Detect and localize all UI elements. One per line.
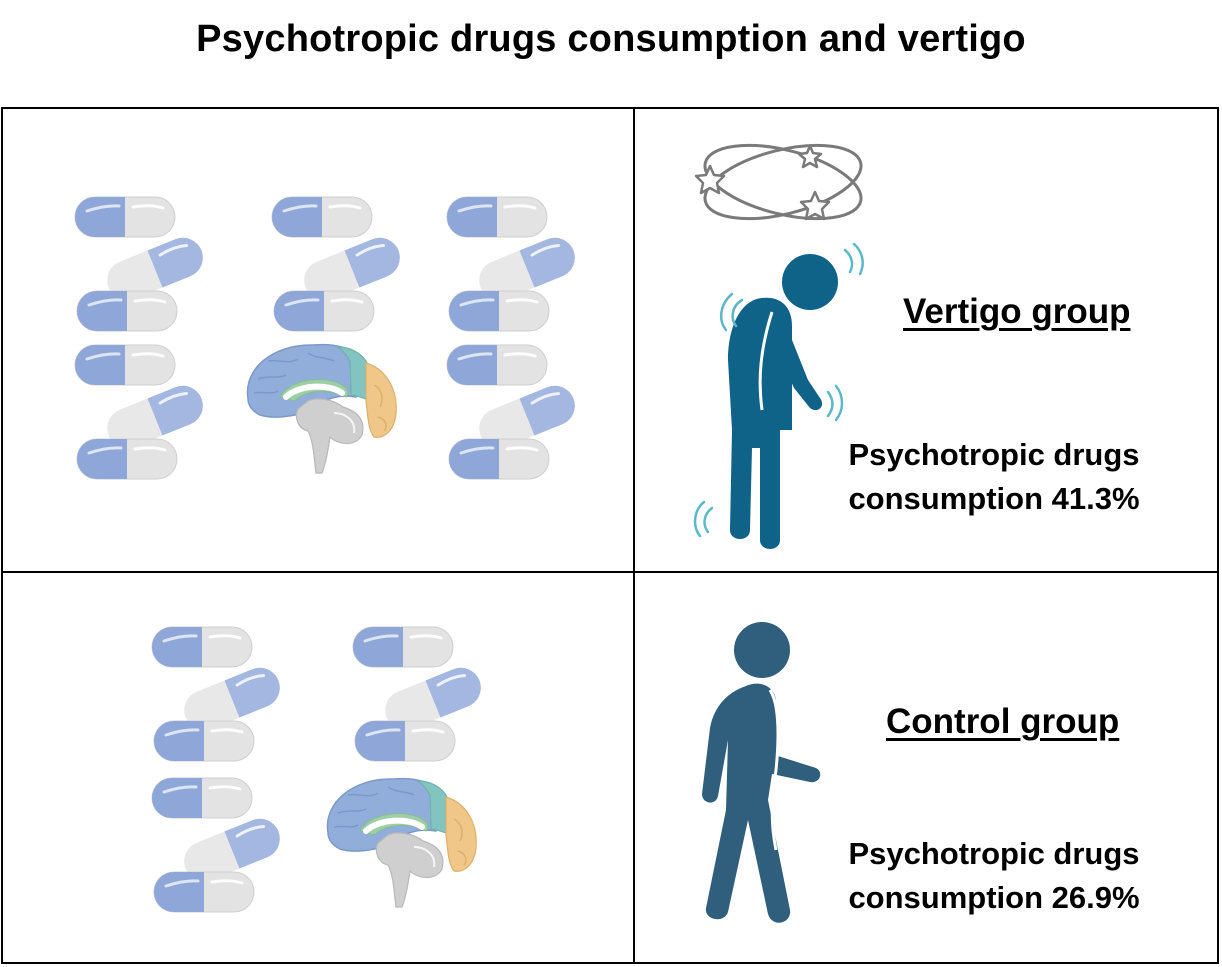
pill-stack-icon [447,197,581,331]
control-stat-line1: Psychotropic drugs [848,836,1140,871]
pill-stack-icon [152,627,286,761]
pill-stack-icon [447,345,581,479]
walking-person-icon [702,622,821,923]
page-title: Psychotropic drugs consumption and verti… [196,18,1026,60]
control-drugs-illustration [0,573,634,965]
figure-grid [1,107,1219,964]
vertigo-drugs-illustration [0,107,634,571]
dizzy-person-icon [693,143,864,549]
pill-stack-icon [272,197,406,331]
brain-icon [247,345,396,473]
pill-stack-icon [75,197,209,331]
brain-icon [327,779,476,907]
control-group-label: Control group [886,702,1120,741]
pill-stack-icon [152,778,286,912]
pill-stack-icon [75,345,209,479]
pill-stack-icon [353,627,487,761]
vertigo-stat-line1: Psychotropic drugs [848,437,1140,472]
vertigo-consumption-stat: Psychotropic drugs consumption 41.3% [824,433,1164,521]
grid-divider-horizontal [1,571,1219,573]
vertigo-group-label: Vertigo group [903,292,1131,331]
control-consumption-stat: Psychotropic drugs consumption 26.9% [824,832,1164,920]
vertigo-stat-line2: consumption 41.3% [848,481,1140,516]
control-stat-line2: consumption 26.9% [848,880,1140,915]
grid-divider-vertical [633,107,635,964]
